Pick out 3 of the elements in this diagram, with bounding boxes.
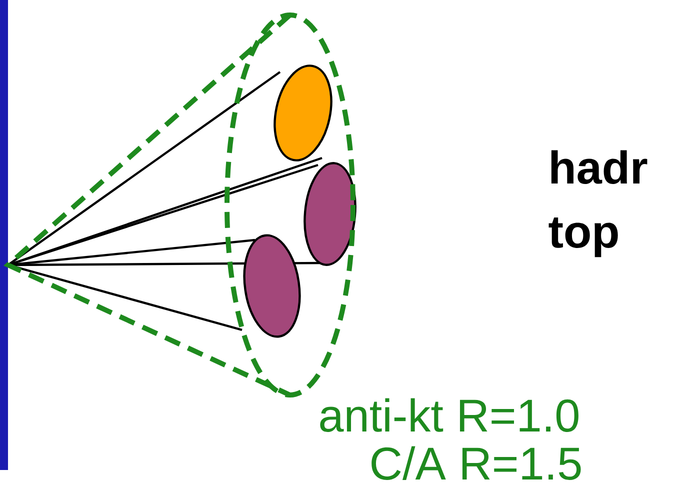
heading-text: hadr top [548,150,648,258]
jet-algorithm-label: C/A R=1.5 [372,446,581,480]
jet-algorithm-label: anti-kt R=1.0 [320,398,578,432]
